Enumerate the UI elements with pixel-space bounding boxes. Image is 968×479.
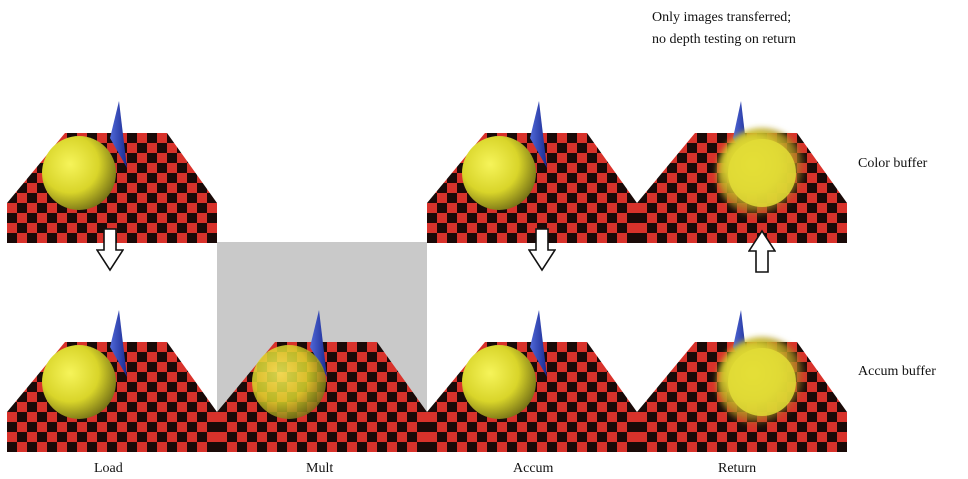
column-label-load: Load	[94, 461, 123, 476]
arrow-down-accum-icon	[528, 228, 556, 272]
accum-buffer-load	[7, 242, 217, 452]
arrow-down-load-icon	[96, 228, 124, 272]
note-line-1: Only images transferred;	[652, 10, 792, 25]
color-buffer-accum	[427, 33, 637, 243]
column-label-mult: Mult	[306, 461, 334, 476]
accum-buffer-mult	[217, 242, 427, 452]
note-line-2: no depth testing on return	[652, 32, 796, 47]
accum-buffer-return	[637, 242, 847, 452]
color-buffer-return	[637, 33, 847, 243]
column-label-return: Return	[718, 461, 757, 476]
row-label-color-buffer: Color buffer	[858, 156, 928, 171]
row-label-accum-buffer: Accum buffer	[858, 364, 936, 379]
accum-buffer-accum	[427, 242, 637, 452]
arrow-up-return-icon	[748, 229, 776, 273]
color-buffer-load	[7, 33, 217, 243]
column-label-accum: Accum	[513, 461, 554, 476]
